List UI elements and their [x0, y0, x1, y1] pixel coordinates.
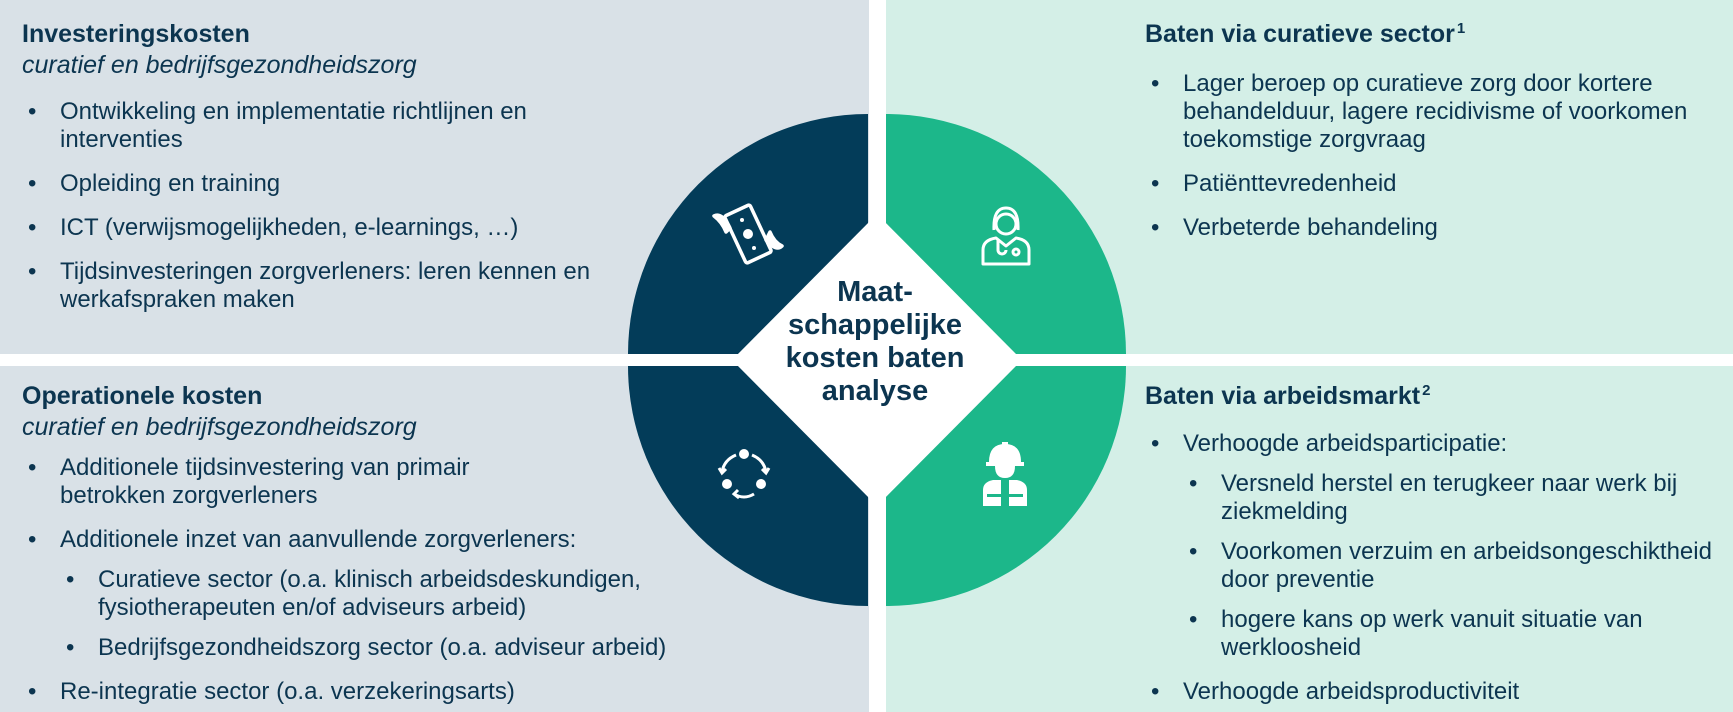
center-label-line: analyse: [821, 375, 929, 407]
center-label: Maat- schappelijke kosten baten analyse: [760, 276, 990, 408]
center-label-line: schappelijke: [787, 309, 963, 341]
labour-market-benefits-list: Verhoogde arbeidsparticipatie: Versneld …: [1145, 430, 1715, 706]
investment-costs-subtitle: curatief en bedrijfsgezondheidszorg: [22, 51, 417, 79]
list-item: ICT (verwijsmogelijkheden, e-learnings, …: [22, 214, 642, 242]
list-item-label: Additionele inzet van aanvullende zorgve…: [60, 526, 577, 553]
list-item: Additionele inzet van aanvullende zorgve…: [22, 526, 762, 662]
doctor-icon: [981, 206, 1031, 266]
cycle-arrows-icon: [717, 449, 771, 500]
list-item: Verhoogde arbeidsproductiviteit: [1145, 678, 1715, 706]
investment-costs-title: Investeringskosten: [22, 20, 250, 48]
list-item: Opleiding en training: [22, 170, 642, 198]
list-item: Ontwikkeling en implementatie richtlijne…: [22, 98, 642, 154]
footnote-marker: 1: [1456, 19, 1466, 37]
list-item-label: Verhoogde arbeidsparticipatie:: [1183, 430, 1508, 457]
sub-list-item: Curatieve sector (o.a. klinisch arbeidsd…: [60, 566, 738, 622]
curative-benefits-list: Lager beroep op curatieve zorg door kort…: [1145, 70, 1715, 242]
center-diamond: [732, 214, 1022, 506]
list-item: Tijdsinvesteringen zorgverleners: leren …: [22, 258, 642, 314]
curative-benefits-title-text: Baten via curatieve sector: [1145, 20, 1455, 48]
sub-list: Curatieve sector (o.a. klinisch arbeidsd…: [60, 566, 762, 662]
center-label-line: Maat-: [837, 276, 913, 308]
center-label-line: kosten baten: [785, 342, 965, 374]
list-item: Verhoogde arbeidsparticipatie: Versneld …: [1145, 430, 1715, 662]
operational-costs-list: Additionele tijdsinvestering van primair…: [22, 454, 762, 706]
list-item: Additionele tijdsinvestering van primair…: [22, 454, 580, 510]
sub-list-item: Voorkomen verzuim en arbeidsongeschikthe…: [1183, 538, 1715, 594]
list-item: Re-integratie sector (o.a. verzekeringsa…: [22, 678, 762, 706]
list-item: Verbeterde behandeling: [1145, 214, 1715, 242]
sub-list-item: Versneld herstel en terugkeer naar werk …: [1183, 470, 1715, 526]
labour-market-benefits-title-text: Baten via arbeidsmarkt: [1145, 382, 1421, 410]
sub-list-item: Bedrijfsgezondheidszorg sector (o.a. adv…: [60, 634, 762, 662]
construction-worker-icon: [983, 442, 1027, 506]
sub-list-item: hogere kans op werk vanuit situatie van …: [1183, 606, 1715, 662]
operational-costs-subtitle: curatief en bedrijfsgezondheidszorg: [22, 413, 417, 441]
footnote-marker: 2: [1422, 381, 1431, 399]
operational-costs-block: Operationele kosten curatief en bedrijfs…: [22, 380, 762, 706]
sub-list: Versneld herstel en terugkeer naar werk …: [1183, 470, 1715, 662]
money-with-wings-icon: [712, 203, 784, 265]
list-item: Patiënttevredenheid: [1145, 170, 1715, 198]
investment-costs-list: Ontwikkeling en implementatie richtlijne…: [22, 98, 642, 314]
operational-costs-title: Operationele kosten: [22, 382, 263, 410]
list-item: Lager beroep op curatieve zorg door kort…: [1145, 70, 1715, 154]
investment-costs-block: Investeringskosten curatief en bedrijfsg…: [22, 18, 642, 314]
